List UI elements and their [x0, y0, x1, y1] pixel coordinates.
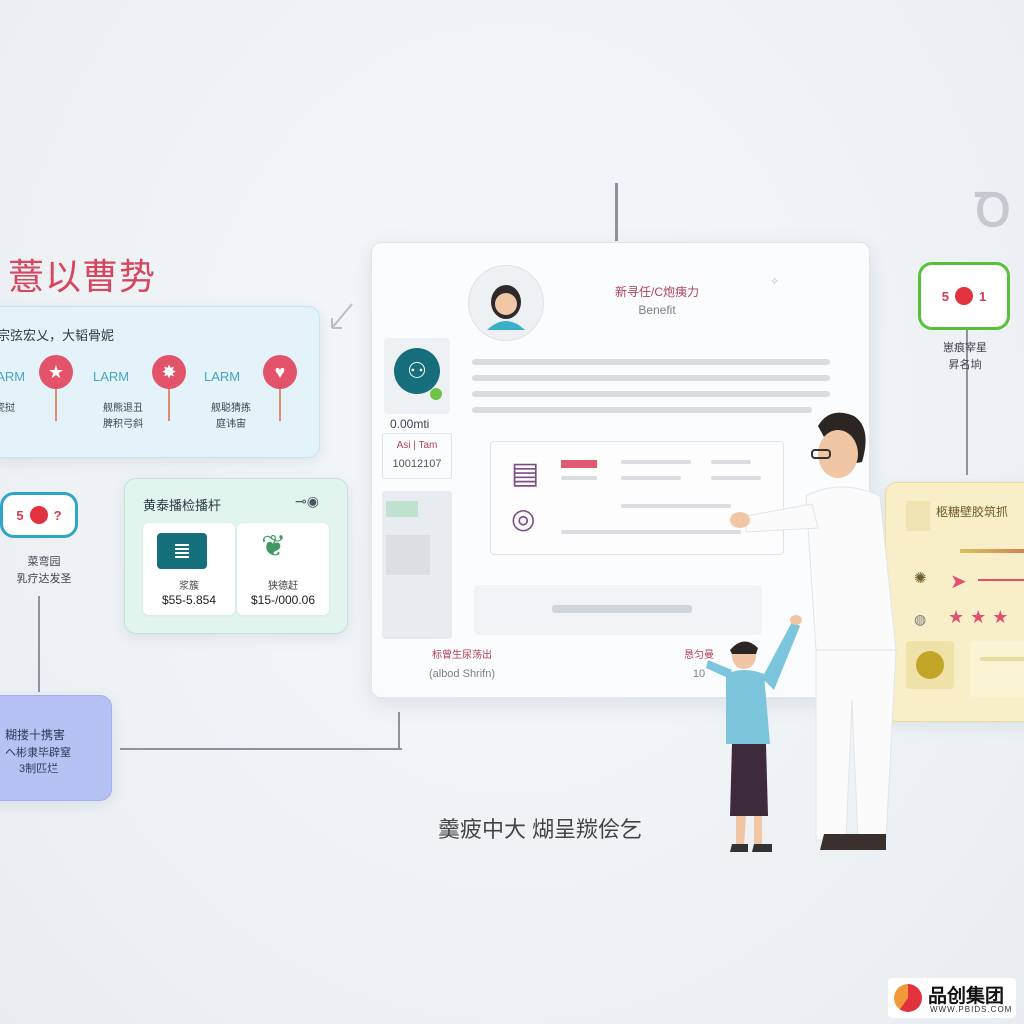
action-bar[interactable]	[474, 585, 762, 635]
alarm-card-heading: 宗弦宏乂，大韬骨妮	[0, 328, 115, 343]
robot-icon: ⚇	[394, 348, 440, 394]
finance-tile-1-amount: $55-5.854	[161, 593, 217, 607]
alarm-pin-1	[55, 377, 57, 421]
profile-name: 新寻任/C炮痍力	[614, 285, 699, 299]
bottom-caption: 羹疲中大 煳呈羰侩乞	[437, 817, 643, 842]
man-pointing-illustration	[730, 412, 897, 850]
tomato-icon	[955, 287, 973, 305]
yellow-card: 柩糖壁胶筑抓 ✺ ➤ ◍ ★★★	[885, 482, 1024, 722]
star-icon: ★	[39, 355, 73, 389]
leaves-icon: ❦	[261, 530, 287, 563]
purple-card: 糊搂十携害 ヘ彬隶毕辟窒 3制匹烂	[0, 695, 112, 801]
doc-line-7	[561, 530, 741, 534]
alarm-pin-3	[279, 377, 281, 421]
watermark-brand: 品创集团	[928, 986, 1005, 1007]
watermark: 品创集团 WWW.PBIDS.COM	[888, 978, 1016, 1018]
finance-card: 黄泰播检播杆 ⊸◉ ≣ 浆簇 $55-5.854 ❦ 狭德赶 $15-/000.…	[124, 478, 348, 634]
doc-line-5	[711, 476, 761, 480]
text-line-4	[472, 407, 812, 413]
connector-bottom-h	[120, 748, 402, 750]
footer-left: 标曾生尿荡出 (albod Shrifn)	[428, 650, 496, 680]
rating-stars: ★★★	[948, 607, 1015, 627]
tomato-icon	[29, 506, 48, 524]
purple-card-line1: 糊搂十携害	[5, 728, 66, 742]
badge-left-caption: 菜弯园 乳疗达发圣	[16, 556, 72, 585]
app-tile[interactable]: ⚇	[384, 338, 450, 414]
alarm-caption-1: 赫炼瓷挝 圳	[0, 403, 15, 414]
ledger-icon: ≣	[157, 533, 207, 569]
person-avatar-icon	[487, 285, 525, 330]
settings-icon[interactable]: ✧	[770, 276, 780, 288]
doc-line-1	[621, 460, 691, 464]
online-dot-icon	[430, 388, 442, 400]
sun-icon: ✸	[152, 355, 186, 389]
yellow-card-title: 柩糖壁胶筑抓	[936, 505, 1009, 519]
side-stat-box: Asi | Tam 10012107	[382, 433, 452, 479]
medal-icon: ◍	[914, 611, 927, 627]
badge-left: 5 ?	[0, 492, 78, 538]
main-panel: 新寻任/C炮痍力 Benefit ✧ ⚇ 0.00mti Asi | Tam 1…	[371, 242, 870, 698]
watermark-url: WWW.PBIDS.COM	[930, 1005, 1013, 1014]
arrow-icon	[331, 303, 353, 329]
finance-tile-2-label: 狭德赶	[268, 581, 298, 592]
doc-line-2	[711, 460, 751, 464]
alarm-caption-2: 舰熊退丑 脾积弓斜	[103, 403, 143, 430]
alarm-pin-2	[168, 377, 170, 421]
child-waving-illustration	[706, 615, 802, 852]
flame-icon: ✺	[914, 570, 927, 587]
yellow-info-box	[970, 641, 1024, 697]
key-icon: ⊸◉	[295, 493, 319, 509]
avatar	[468, 265, 544, 341]
brand-logo-icon	[894, 984, 922, 1012]
yellow-placeholder	[906, 501, 930, 531]
badge-right-caption: 崽痕宰星 昇名垧	[943, 342, 987, 371]
yellow-progress	[960, 549, 1024, 553]
text-line-2	[472, 375, 830, 381]
finance-card-title: 黄泰播检播杆	[143, 498, 222, 513]
side-placeholder	[382, 491, 452, 639]
finance-tile-2-amount: $15-/000.06	[250, 593, 316, 607]
document-icon: ▤	[511, 457, 540, 490]
document-panel: ▤ ◎	[490, 441, 784, 555]
doc-line-6	[621, 504, 731, 508]
finance-tile-2[interactable]: ❦ 狭德赶 $15-/000.06	[237, 523, 329, 615]
purple-card-line3: 3制匹烂	[19, 763, 59, 775]
connector-bottom-v	[398, 712, 400, 749]
coin-icon	[906, 641, 954, 689]
action-bar-line	[552, 605, 692, 613]
doc-line-4	[621, 476, 681, 480]
arrow-right-icon: ➤	[950, 571, 967, 593]
top-right-partial-text: Ꝺ ɜ	[975, 184, 1024, 236]
connector-left	[38, 596, 40, 692]
finance-tile-1-label: 浆簇	[179, 581, 199, 592]
alarm-label-1: LARM	[0, 369, 26, 384]
doc-line-3	[561, 476, 597, 480]
text-line-3	[472, 391, 830, 397]
badge-right: 5 1	[918, 262, 1010, 330]
purple-card-line2: ヘ彬隶毕辟窒	[5, 747, 71, 759]
alarm-card: 宗弦宏乂，大韬骨妮 LARM ★ 赫炼瓷挝 圳 LARM ✸ 舰熊退丑 脾积弓斜…	[0, 306, 320, 458]
finance-tile-1[interactable]: ≣ 浆簇 $55-5.854	[143, 523, 235, 615]
text-line-1	[472, 359, 830, 365]
heart-icon: ♥	[263, 355, 297, 389]
profile-subtitle: Benefit	[638, 303, 676, 317]
connector-right	[966, 330, 968, 475]
side-stat-value: 0.00mti	[390, 417, 430, 431]
connector-top	[615, 183, 618, 241]
arrow-tail	[978, 579, 1024, 581]
alarm-label-2: LARM	[93, 369, 130, 384]
page-title: 薏以曹势	[8, 257, 157, 298]
alarm-label-3: LARM	[204, 369, 241, 384]
side-stat-label: Asi | Tam	[396, 440, 438, 451]
alarm-caption-3: 舰聪猜拣 庭讳宙	[211, 403, 251, 430]
footer-right: 恳匀曼 10	[684, 650, 714, 680]
lightbulb-icon: ◎	[511, 503, 536, 534]
side-stat-number: 10012107	[392, 458, 442, 470]
highlight-bar	[561, 460, 597, 468]
